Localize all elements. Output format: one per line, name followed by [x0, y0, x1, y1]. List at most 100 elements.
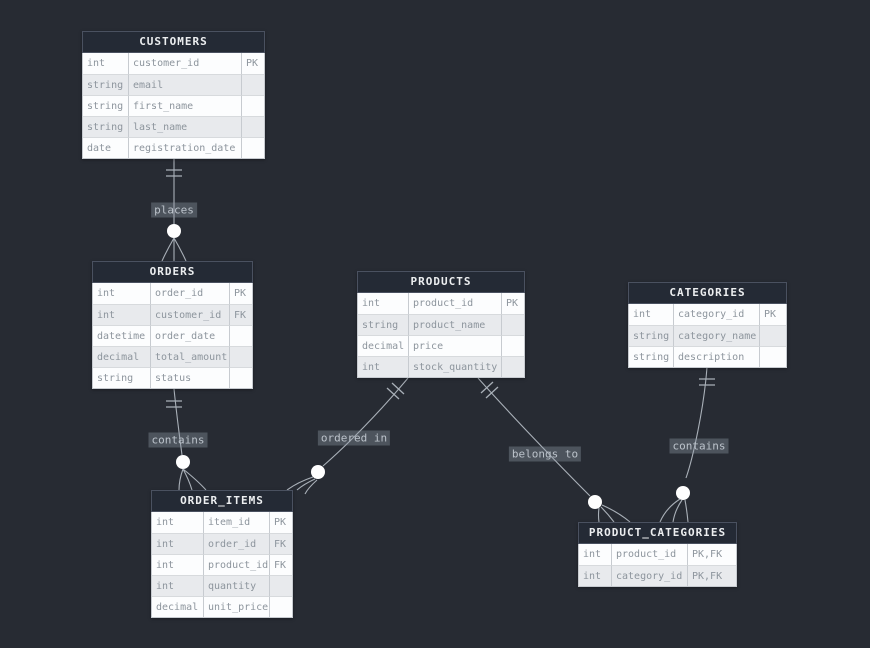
- column-type: string: [629, 346, 674, 367]
- column-key: [760, 325, 786, 346]
- relationship-contains-categories: [659, 366, 715, 523]
- zero-cardinality-circle: [176, 455, 190, 469]
- column-type: decimal: [93, 346, 151, 367]
- column-key: [242, 95, 264, 116]
- column-type: datetime: [93, 325, 151, 346]
- column-type: int: [152, 512, 204, 533]
- relationship-label-contains-1[interactable]: contains: [148, 432, 208, 448]
- column-name: last_name: [129, 116, 242, 137]
- column-key: [502, 356, 524, 377]
- column-name: item_id: [204, 512, 270, 533]
- relationship-line: [173, 388, 183, 456]
- column-name: total_amount: [151, 346, 230, 367]
- column-name: product_name: [409, 314, 502, 335]
- column-type: int: [629, 304, 674, 325]
- table-title: CUSTOMERS: [82, 31, 265, 53]
- column-key: [502, 335, 524, 356]
- column-name: product_id: [204, 554, 270, 575]
- column-key: [230, 346, 252, 367]
- column-type: int: [152, 575, 204, 596]
- column-key: PK: [234, 288, 247, 299]
- crow-foot-icon: [286, 476, 318, 495]
- column-key: PK,FK: [688, 565, 736, 586]
- column-type: int: [93, 304, 151, 325]
- column-type: string: [83, 116, 129, 137]
- column-type: date: [83, 137, 129, 158]
- column-key: [242, 74, 264, 95]
- one-cardinality-ticks: [166, 169, 182, 177]
- column-key: [242, 116, 264, 137]
- column-key: FK: [270, 554, 292, 575]
- column-type: int: [579, 565, 612, 586]
- column-name: quantity: [204, 575, 270, 596]
- column-key: [270, 575, 292, 596]
- column-type: int: [152, 533, 204, 554]
- zero-cardinality-circle: [588, 495, 602, 509]
- column-name: customer_id: [129, 53, 242, 74]
- column-type: int: [152, 554, 204, 575]
- relationship-ordered-in: [286, 377, 409, 495]
- column-name: category_id: [674, 304, 760, 325]
- column-key: [230, 367, 252, 388]
- column-key: PK,FK: [692, 549, 723, 560]
- crow-foot-icon: [597, 504, 631, 523]
- relationship-line: [477, 377, 591, 497]
- column-name: product_id: [612, 544, 688, 565]
- column-name: category_id: [612, 565, 688, 586]
- column-name: stock_quantity: [409, 356, 502, 377]
- table-title: PRODUCT_CATEGORIES: [578, 522, 737, 544]
- column-type: string: [83, 95, 129, 116]
- column-name: status: [151, 367, 230, 388]
- one-cardinality-ticks: [166, 400, 182, 408]
- column-key: PK: [274, 517, 287, 528]
- column-type: int: [93, 283, 151, 304]
- relationship-label-belongs-to[interactable]: belongs to: [508, 446, 582, 462]
- column-type: int: [358, 293, 409, 314]
- relationship-label-ordered-in[interactable]: ordered in: [317, 430, 391, 446]
- relationship-label-places[interactable]: places: [151, 202, 197, 218]
- column-name: description: [674, 346, 760, 367]
- column-name: first_name: [129, 95, 242, 116]
- one-cardinality-ticks: [699, 378, 715, 386]
- relationship-label-contains-2[interactable]: contains: [669, 438, 729, 454]
- column-key: PK: [764, 309, 777, 320]
- zero-cardinality-circle: [676, 486, 690, 500]
- crow-foot-icon: [178, 468, 207, 491]
- one-cardinality-ticks: [480, 381, 499, 399]
- column-key: FK: [230, 304, 252, 325]
- table-title: PRODUCTS: [357, 271, 525, 293]
- table-title: ORDERS: [92, 261, 253, 283]
- relationship-line: [685, 366, 708, 479]
- column-type: string: [93, 367, 151, 388]
